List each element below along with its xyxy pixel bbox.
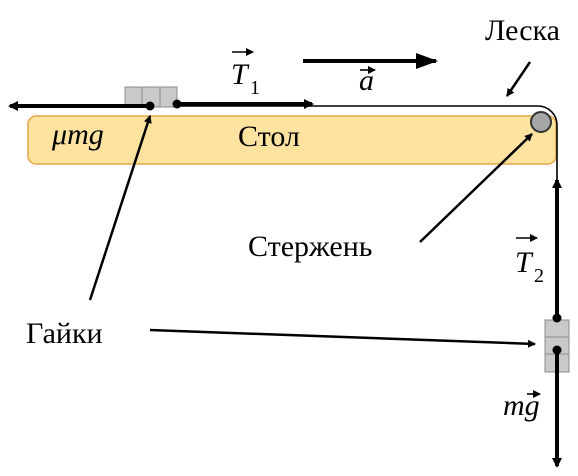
friction-force-origin-dot xyxy=(145,101,155,111)
tension2-label: T 2 xyxy=(515,234,544,287)
tension1-subscript: 1 xyxy=(250,77,260,99)
gravity-m: m xyxy=(503,389,525,422)
rod-pulley xyxy=(530,111,552,133)
tension2-origin-dot xyxy=(552,313,562,323)
rod-pointer xyxy=(419,133,533,243)
tension2-subscript: 2 xyxy=(534,265,544,287)
nuts-pointer-table xyxy=(88,115,152,301)
svg-text:mg: mg xyxy=(503,389,540,422)
friction-force-label: μmg xyxy=(51,118,104,151)
tension1-symbol: T xyxy=(231,58,250,91)
nuts-pointer-hanging xyxy=(149,328,536,348)
nuts-label: Гайки xyxy=(26,317,103,350)
acceleration-label: a xyxy=(359,64,376,97)
acceleration-symbol: a xyxy=(359,64,374,97)
fishing-line xyxy=(150,105,558,340)
rod-label: Стержень xyxy=(248,230,372,263)
line-label: Леска xyxy=(485,14,560,47)
table-label: Стол xyxy=(238,120,300,153)
gravity-label: mg xyxy=(503,389,541,422)
line-pointer xyxy=(505,61,532,97)
friction-mu: μ xyxy=(51,118,67,151)
tension1-origin-dot xyxy=(172,99,182,109)
table xyxy=(27,115,557,165)
tension1-label: T 1 xyxy=(231,48,260,99)
gravity-g: g xyxy=(525,389,540,422)
svg-text:μmg: μmg xyxy=(51,118,104,151)
gravity-origin-dot xyxy=(552,345,562,355)
tension2-symbol: T xyxy=(515,246,534,279)
nut-on-table xyxy=(124,86,178,108)
friction-mg: mg xyxy=(67,118,104,151)
